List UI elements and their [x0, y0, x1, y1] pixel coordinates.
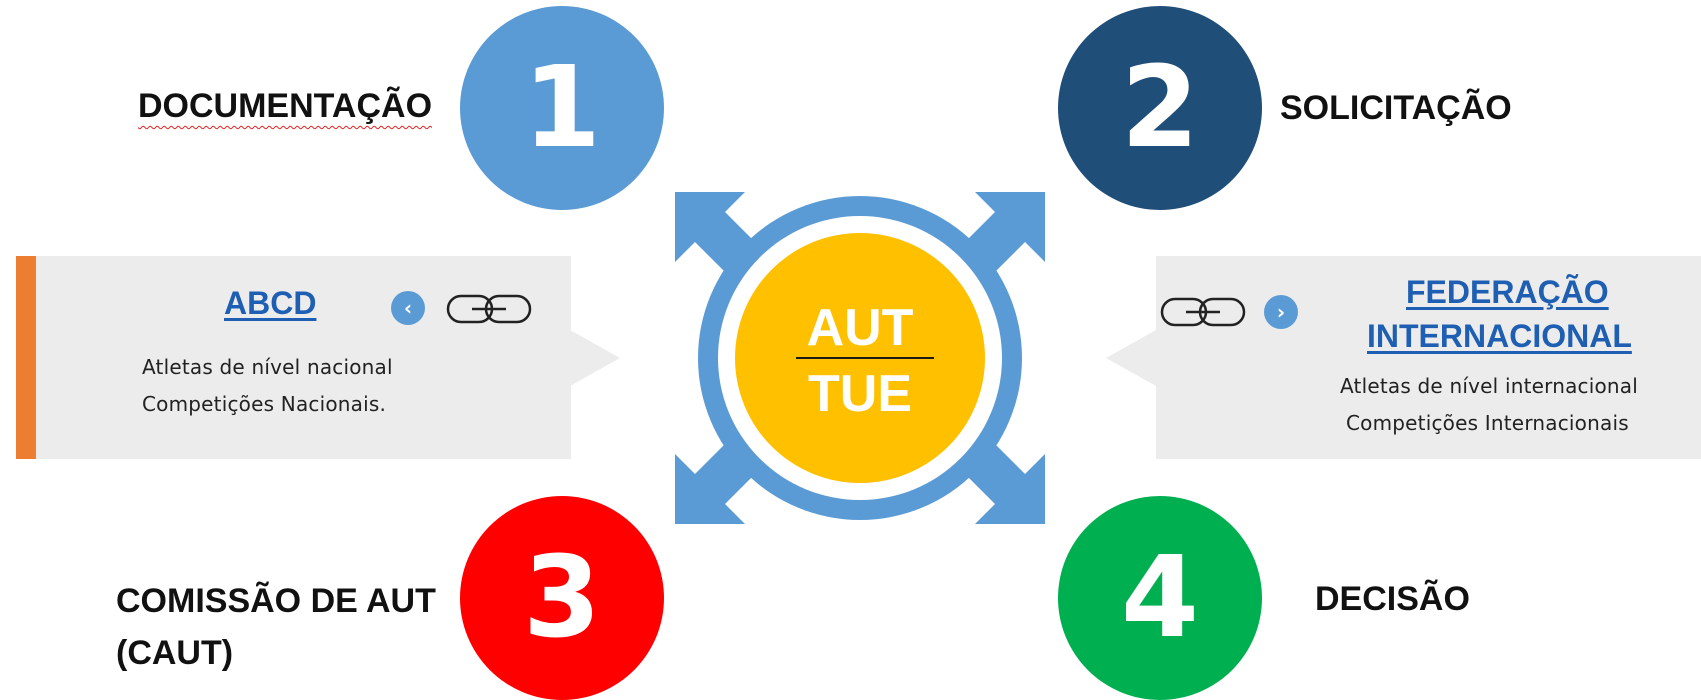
- federacao-internacional-link[interactable]: FEDERAÇÃO: [1406, 274, 1609, 310]
- chevron-left-icon[interactable]: ‹: [391, 291, 425, 325]
- left-info-panel: [16, 256, 571, 459]
- abcd-link[interactable]: ABCD: [224, 285, 317, 321]
- step-1-label: DOCUMENTAÇÃO: [138, 87, 433, 125]
- hub-bottom-text: TUE: [808, 365, 912, 423]
- step-4-number: 4: [1121, 533, 1199, 663]
- left-panel-pointer: [570, 330, 620, 386]
- step-2-circle: 2: [1058, 6, 1262, 210]
- step-2-label: SOLICITAÇÃO: [1280, 89, 1512, 127]
- step-3-label: COMISSÃO DE AUT (CAUT): [116, 575, 436, 679]
- step-1-circle: 1: [460, 6, 664, 210]
- step-4-circle: 4: [1058, 496, 1262, 700]
- step-1-number: 1: [523, 43, 601, 173]
- right-panel-line2: Competições Internacionais: [1346, 411, 1629, 435]
- hub-top-text: AUT: [806, 299, 914, 357]
- left-panel-accent-bar: [16, 256, 36, 459]
- hub-diagram: [675, 192, 1045, 524]
- link-icon[interactable]: [446, 293, 532, 325]
- step-3-number: 3: [523, 533, 601, 663]
- left-panel-line2: Competições Nacionais.: [142, 392, 387, 416]
- right-panel-line1: Atletas de nível internacional: [1340, 374, 1639, 398]
- right-panel-pointer: [1106, 330, 1156, 386]
- step-3-label-line2: (CAUT): [116, 634, 234, 672]
- left-panel-line1: Atletas de nível nacional: [142, 355, 393, 379]
- step-3-circle: 3: [460, 496, 664, 700]
- right-info-panel: [1156, 256, 1701, 459]
- step-3-label-line1: COMISSÃO DE AUT: [116, 582, 436, 620]
- chevron-right-icon[interactable]: ›: [1264, 295, 1298, 329]
- step-4-label: DECISÃO: [1315, 580, 1470, 618]
- federacao-internacional-link-line2[interactable]: INTERNACIONAL: [1367, 318, 1632, 354]
- link-icon[interactable]: [1160, 296, 1246, 328]
- step-2-number: 2: [1121, 43, 1199, 173]
